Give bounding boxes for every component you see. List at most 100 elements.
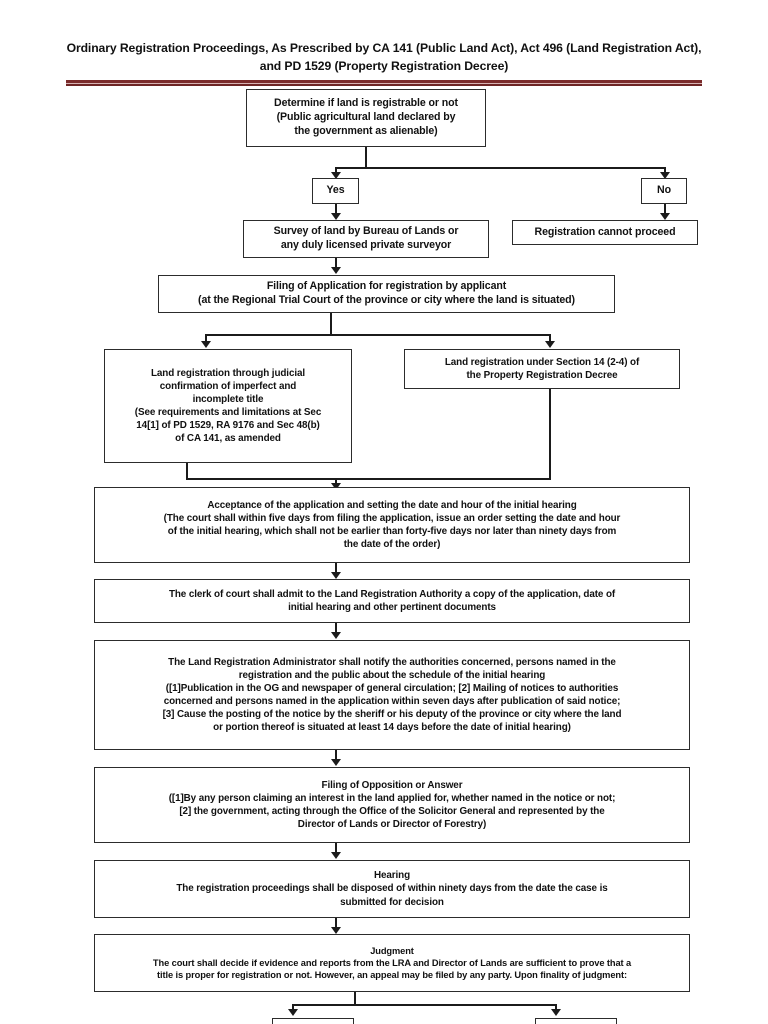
node-determine: Determine if land is registrable or not … [246,89,486,147]
connector-filing-bus [205,334,550,336]
connector-merge-bus [186,478,551,480]
node-section14-line-2: the Property Registration Decree [466,370,618,381]
node-administrator-line-6: or portion thereof is situated at least … [213,722,571,734]
node-clerk-of-court: The clerk of court shall admit to the La… [94,579,690,623]
connector-filing-stem [330,313,332,334]
node-filing-opposition: Filing of Opposition or Answer ([1]By an… [94,767,690,843]
divider-bar-highlight [66,83,702,84]
node-acceptance: Acceptance of the application and settin… [94,487,690,563]
arrow-to-no [660,172,670,179]
node-opposition-line-1: Filing of Opposition or Answer [321,779,463,791]
node-administrator-line-1: The Land Registration Administrator shal… [168,656,616,668]
node-judicial-confirmation: Land registration through judicial confi… [104,349,352,463]
node-filing-line-1: Filing of Application for registration b… [266,280,507,293]
arrow-administrator-opposition [331,759,341,766]
node-opposition-line-2: ([1]By any person claiming an interest i… [168,792,616,804]
divider-bar-top [66,80,702,83]
node-judgment: Judgment The court shall decide if evide… [94,934,690,992]
arrow-to-yes [331,172,341,179]
node-acceptance-line-4: the date of the order) [343,539,441,551]
arrow-to-section14 [545,341,555,348]
node-judicial-line-3: incomplete title [192,393,264,405]
node-opposition-line-3: [2] the government, acting through the O… [179,806,605,817]
arrow-to-outcome-right [551,1009,561,1016]
arrow-to-judicial [201,341,211,348]
arrow-to-outcome-left [288,1009,298,1016]
node-filing-line-2: (at the Regional Trial Court of the prov… [198,294,575,306]
connector-determine-bus [335,167,665,169]
node-land-registration-administrator: The Land Registration Administrator shal… [94,640,690,750]
node-hearing: Hearing The registration proceedings sha… [94,860,690,918]
node-acceptance-line-3: of the initial hearing, which shall not … [167,526,617,537]
connector-to-outcome-right [555,1004,557,1012]
page-title: Ordinary Registration Proceedings, As Pr… [64,40,704,75]
node-administrator-line-3: ([1]Publication in the OG and newspaper … [165,682,619,694]
node-determine-line-2: (Public agricultural land declared by [276,111,456,124]
node-survey: Survey of land by Bureau of Lands or any… [243,220,489,258]
node-cannot-line-1: Registration cannot proceed [534,225,676,238]
node-determine-line-1: Determine if land is registrable or not [274,97,458,110]
connector-survey-filing [335,258,337,272]
node-judgment-line-2: The court shall decide if evidence and r… [152,957,632,968]
connector-to-section14 [549,334,551,345]
arrow-yes-survey [331,213,341,220]
node-registration-cannot-proceed: Registration cannot proceed [512,220,698,245]
connector-clerk-administrator [335,623,337,637]
node-survey-line-1: Survey of land by Bureau of Lands or [273,225,459,238]
connector-judgment-bus [292,1004,556,1006]
node-hearing-line-1: Hearing [373,870,411,882]
arrow-merge-acceptance [331,483,341,490]
title-divider [66,80,702,86]
node-judicial-line-5: 14[1] of PD 1529, RA 9176 and Sec 48(b) [136,420,320,432]
connector-yes-survey [335,204,337,218]
connector-section14-down [549,389,551,478]
connector-acceptance-clerk [335,563,337,577]
node-hearing-line-2: The registration proceedings shall be di… [176,883,608,895]
connector-no-cannot [664,204,666,218]
page-title-line-2: Act), and PD 1529 (Property Registration… [259,41,702,73]
connector-judgment-stem [354,992,356,1004]
node-outcome-right [535,1018,617,1024]
divider-bar-bottom [66,84,702,86]
node-yes-label: Yes [326,184,345,197]
connector-hearing-judgment [335,918,337,932]
connector-determine-stem [365,147,367,167]
node-administrator-line-4: concerned and persons named in the appli… [163,696,621,707]
connector-merge-stem [335,478,337,487]
node-administrator-line-2: registration and the public about the sc… [238,669,546,681]
node-opposition-line-4: Director of Lands or Director of Forestr… [297,819,487,831]
arrow-opposition-hearing [331,852,341,859]
node-clerk-line-1: The clerk of court shall admit to the La… [168,588,616,600]
node-section-14: Land registration under Section 14 (2-4)… [404,349,680,389]
connector-judicial-down [186,463,188,478]
node-judgment-line-1: Judgment [370,945,414,956]
arrow-survey-filing [331,267,341,274]
node-no: No [641,178,687,204]
node-clerk-line-2: initial hearing and other pertinent docu… [288,602,496,613]
node-filing-application: Filing of Application for registration b… [158,275,615,313]
node-judgment-line-3: title is proper for registration or not.… [157,970,627,981]
connector-to-judicial [205,334,207,345]
arrow-acceptance-clerk [331,572,341,579]
node-acceptance-line-1: Acceptance of the application and settin… [207,499,577,511]
arrow-hearing-judgment [331,927,341,934]
node-judicial-line-1: Land registration through judicial [150,367,306,379]
node-hearing-line-3: submitted for decision [340,896,444,908]
node-administrator-line-5: [3] Cause the posting of the notice by t… [162,709,622,721]
arrow-clerk-administrator [331,632,341,639]
node-outcome-left [272,1018,354,1024]
connector-opposition-hearing [335,843,337,857]
arrow-no-cannot [660,213,670,220]
connector-to-yes [335,167,337,176]
page-title-line-1: Ordinary Registration Proceedings, As Pr… [66,41,673,55]
node-section14-line-1: Land registration under Section 14 (2-4)… [444,356,640,368]
node-judicial-line-6: of CA 141, as amended [175,433,281,445]
connector-to-no [664,167,666,176]
node-survey-line-2: any duly licensed private surveyor [280,239,452,251]
node-judicial-line-4: (See requirements and limitations at Sec [134,407,322,418]
node-yes: Yes [312,178,359,204]
connector-administrator-opposition [335,750,337,764]
connector-to-outcome-left [292,1004,294,1012]
node-acceptance-line-2: (The court shall within five days from f… [163,512,621,524]
